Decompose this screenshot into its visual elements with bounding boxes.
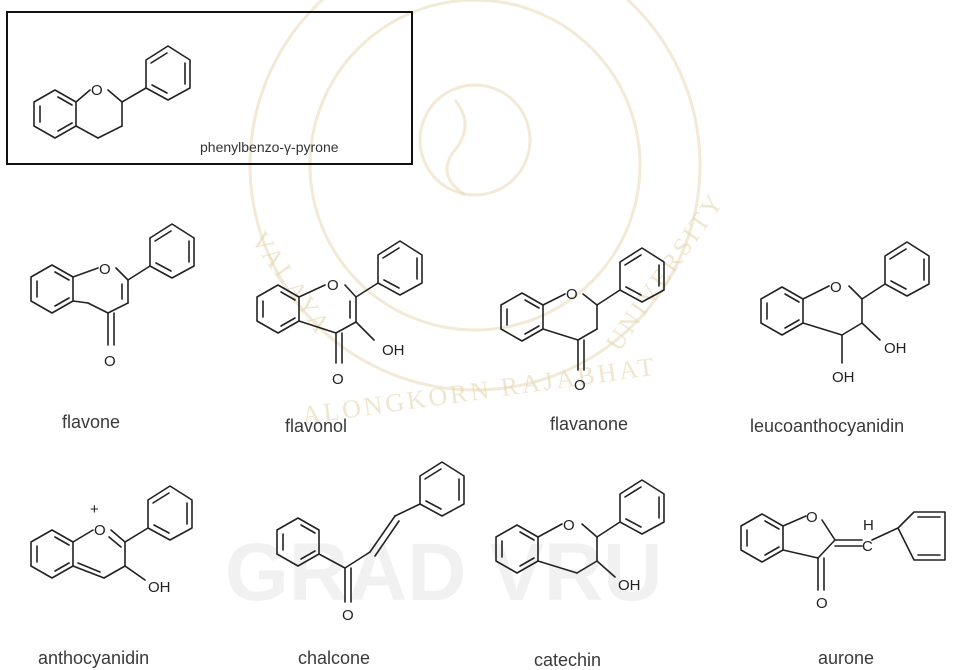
oxygen-atom: O xyxy=(327,277,339,294)
charge-plus: + xyxy=(90,501,99,518)
carbon-atom: C xyxy=(862,538,873,555)
oxygen-atom: O xyxy=(99,261,111,278)
oxygen-atom: O xyxy=(566,286,578,303)
structure-anthocyanidin: + O OH anthocyanidin xyxy=(30,485,193,668)
watermark-text: GRAD VRU xyxy=(225,527,662,618)
watermark-seal: ALONGKORN RAJABHAT UNIVERSITY VALAYA xyxy=(245,0,730,430)
oxygen-atom: O xyxy=(332,371,344,388)
structure-flavonol: O O OH flavonol xyxy=(256,240,423,436)
oxygen-atom: O xyxy=(91,82,103,99)
structure-flavone: O O flavone xyxy=(30,223,195,432)
hydroxyl-group: OH xyxy=(884,340,907,357)
label-flavone: flavone xyxy=(62,412,120,432)
structure-catechin: O OH catechin xyxy=(495,479,665,670)
oxygen-atom: O xyxy=(94,522,106,539)
oxygen-atom: O xyxy=(563,517,575,534)
oxygen-atom: O xyxy=(342,607,354,624)
oxygen-atom: O xyxy=(574,377,586,394)
oxygen-atom: O xyxy=(830,279,842,296)
hydroxyl-group: OH xyxy=(832,369,855,386)
label-leucoanthocyanidin: leucoanthocyanidin xyxy=(750,416,904,436)
label-aurone: aurone xyxy=(818,648,874,668)
label-flavonol: flavonol xyxy=(285,416,347,436)
structure-flavanone: O O flavanone xyxy=(500,247,665,434)
watermark-arc-left: VALAYA xyxy=(245,226,337,340)
hydrogen-atom: H xyxy=(863,517,874,534)
label-flavanone: flavanone xyxy=(550,414,628,434)
oxygen-atom: O xyxy=(816,595,828,612)
oxygen-atom: O xyxy=(806,509,818,526)
structure-aurone: O H C O aurone xyxy=(740,509,946,668)
label-anthocyanidin: anthocyanidin xyxy=(38,648,149,668)
label-chalcone: chalcone xyxy=(298,648,370,668)
structure-chalcone: O chalcone xyxy=(276,461,465,668)
reference-label: phenylbenzo-γ-pyrone xyxy=(200,139,339,155)
structure-leucoanthocyanidin: O OH OH leucoanthocyanidin xyxy=(750,241,930,436)
oxygen-atom: O xyxy=(104,353,116,370)
hydroxyl-group: OH xyxy=(148,579,171,596)
hydroxyl-group: OH xyxy=(618,577,641,594)
label-catechin: catechin xyxy=(534,650,601,670)
hydroxyl-group: OH xyxy=(382,342,405,359)
reference-structure: O phenylbenzo-γ-pyrone xyxy=(6,11,413,165)
